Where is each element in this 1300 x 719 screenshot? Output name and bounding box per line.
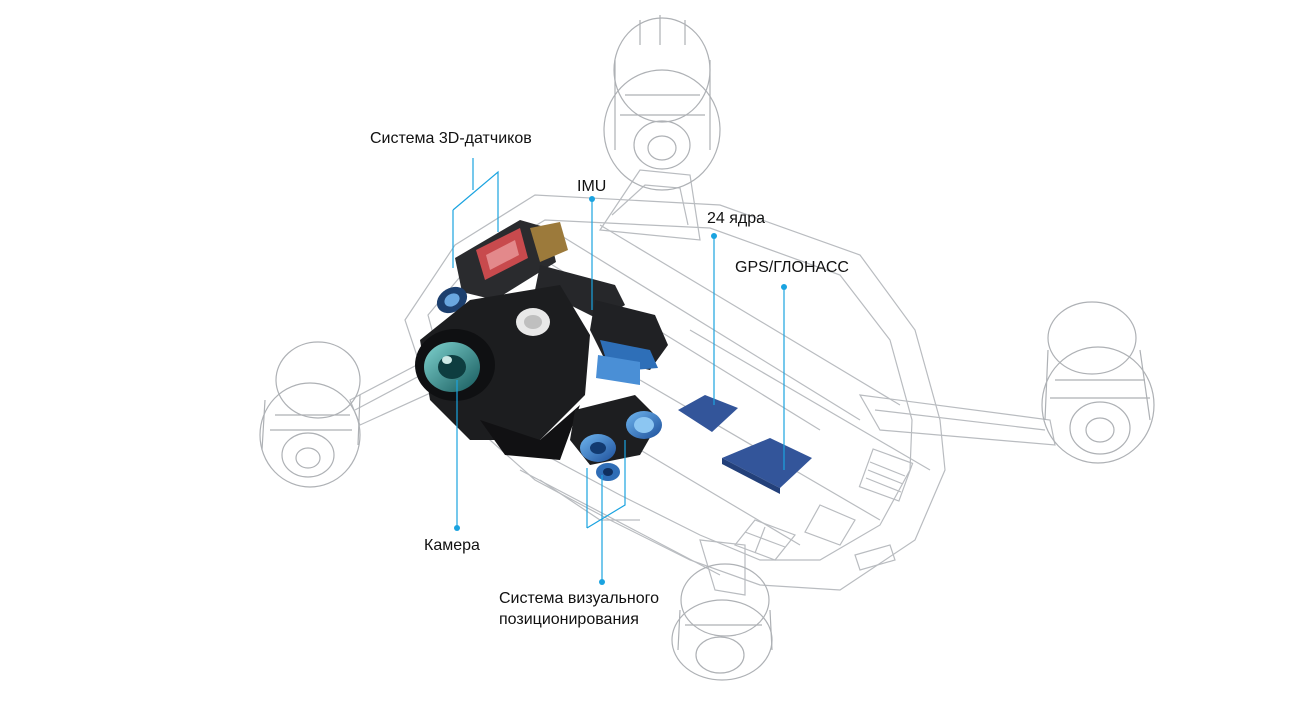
arm-right	[858, 394, 1056, 446]
motor-top	[603, 15, 721, 191]
vision-positioning-module	[570, 395, 662, 481]
label-vision-line-2: позиционирования	[499, 611, 639, 628]
callout-line-3d	[452, 158, 499, 268]
label-vision-positioning: Система визуального позиционирования	[499, 588, 659, 630]
label-3d-sensors: Система 3D-датчиков	[370, 130, 532, 147]
label-vision-line-1: Система визуального	[499, 590, 659, 607]
sensor-3d-module	[436, 220, 568, 314]
drone-wireframe	[349, 169, 1056, 596]
callout-dots	[454, 196, 787, 585]
camera-module	[415, 285, 590, 460]
gps-chip	[722, 438, 812, 494]
callout-dot-icon	[454, 525, 460, 531]
imu-gimbal-arm	[535, 265, 668, 385]
cores-chip	[678, 395, 738, 432]
motor-left	[259, 341, 361, 488]
label-imu: IMU	[577, 178, 607, 195]
label-gps-glonass: GPS/ГЛОНАСС	[735, 259, 849, 276]
callout-dot-icon	[781, 284, 787, 290]
callout-dot-icon	[589, 196, 595, 202]
callout-line-vision	[586, 440, 626, 582]
arm-bottom	[699, 539, 746, 596]
callout-lines	[452, 158, 785, 582]
label-24-cores: 24 ядра	[707, 210, 766, 227]
label-camera: Камера	[424, 537, 480, 554]
arm-top	[598, 169, 701, 241]
callout-dot-icon	[599, 579, 605, 585]
callout-dot-icon	[711, 233, 717, 239]
motor-right	[1041, 301, 1155, 464]
motor-bottom	[671, 563, 773, 681]
